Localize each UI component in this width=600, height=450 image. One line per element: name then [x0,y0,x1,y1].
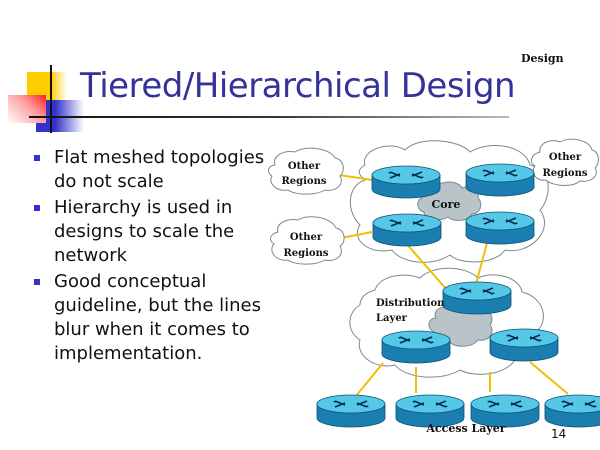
distribution-router-1 [442,281,512,315]
bullet-list: Flat meshed topologies do not scale Hier… [32,146,272,368]
links [338,171,569,397]
other-regions-label-3b: Regions [542,168,587,179]
bullet-square-icon [34,279,40,285]
core-router-4 [465,211,535,245]
other-regions-cloud-left-bottom [270,216,345,265]
core-router-1 [371,165,441,199]
logo-vertical-line [50,65,52,133]
bullet-item: Hierarchy is used in designs to scale th… [32,196,272,268]
access-layer-label: Access Layer [425,422,505,435]
core-label: Core [432,198,461,211]
bullet-item: Good conceptual guideline, but the lines… [32,270,272,366]
other-regions-label-3a: Other [549,152,582,163]
other-regions-label-2a: Other [290,232,323,243]
slide-title: Tiered/Hierarchical Design [80,66,516,106]
core-router-2 [465,163,535,197]
other-regions-label-1b: Regions [281,176,326,187]
distribution-router-3 [489,328,559,362]
bullet-square-icon [34,205,40,211]
section-label: Design [521,52,564,65]
core-router-3 [372,213,442,247]
other-regions-cloud-right [530,138,599,186]
distribution-label-a: Distribution [376,298,445,309]
other-regions-label-2b: Regions [283,248,328,259]
bullet-square-icon [34,155,40,161]
title-underline [29,116,509,118]
other-regions-label-1a: Other [288,161,321,172]
distribution-label-b: Layer [376,313,408,324]
page-number: 14 [551,427,567,441]
access-router-1 [316,394,386,428]
logo-red-square [8,95,46,123]
bullet-item: Flat meshed topologies do not scale [32,146,272,194]
access-router-4 [544,394,600,428]
other-regions-cloud-left-top [267,147,344,195]
distribution-router-2 [381,330,451,364]
